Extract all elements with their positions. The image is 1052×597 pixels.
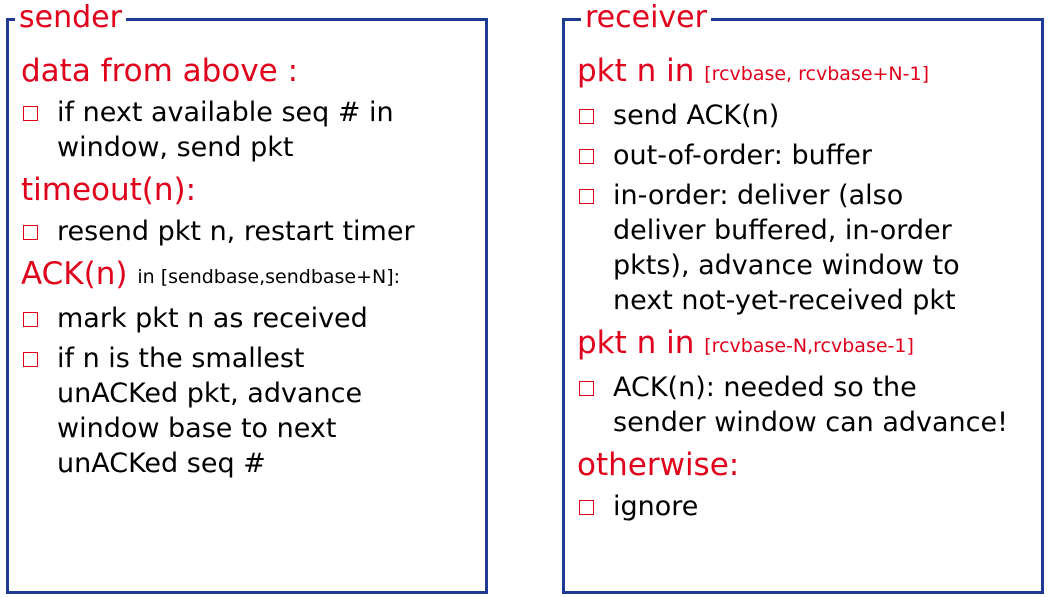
list-item-line: ACK(n): needed so the [613, 372, 917, 403]
list-item-line: resend pkt n, restart timer [57, 216, 415, 247]
receiver-content: pkt n in [rcvbase, rcvbase+N-1] send ACK(… [577, 47, 1033, 529]
sender-section-heading: ACK(n) in [sendbase,sendbase+N]: [21, 254, 477, 297]
square-bullet-icon [579, 149, 594, 164]
receiver-heading-range: [rcvbase, rcvbase+N-1] [704, 63, 929, 85]
sender-heading-text: timeout(n): [21, 172, 197, 208]
list-item: ignore [577, 489, 1033, 524]
sender-heading-text: ACK(n) [21, 256, 128, 292]
list-item-line: mark pkt n as received [57, 303, 368, 334]
list-item: resend pkt n, restart timer [21, 214, 477, 249]
square-bullet-icon [23, 352, 38, 367]
square-bullet-icon [23, 106, 38, 121]
receiver-title: receiver [581, 1, 711, 35]
sender-title: sender [15, 1, 126, 35]
list-item: if n is the smallest unACKed pkt, advance… [21, 341, 477, 481]
receiver-heading-range: [rcvbase-N,rcvbase-1] [704, 335, 914, 357]
list-item: in-order: deliver (also deliver buffered,… [577, 178, 1033, 318]
list-item: if next available seq # in window, send p… [21, 95, 477, 165]
square-bullet-icon [579, 381, 594, 396]
list-item-line: next not-yet-received pkt [613, 285, 956, 316]
list-item: send ACK(n) [577, 98, 1033, 133]
sender-section-heading: timeout(n): [21, 170, 477, 210]
list-item: out-of-order: buffer [577, 138, 1033, 173]
receiver-heading-text: pkt n in [577, 53, 695, 89]
list-item-line: out-of-order: buffer [613, 140, 873, 171]
list-item: mark pkt n as received [21, 301, 477, 336]
list-item-line: send ACK(n) [613, 100, 780, 131]
sender-heading-text: data from above : [21, 53, 299, 89]
square-bullet-icon [579, 500, 594, 515]
list-item-line: in-order: deliver (also [613, 180, 904, 211]
sender-section-heading: data from above : [21, 51, 477, 91]
receiver-heading-text: otherwise: [577, 447, 740, 483]
receiver-section-heading: pkt n in [rcvbase-N,rcvbase-1] [577, 323, 1033, 366]
list-item-line: deliver buffered, in-order [613, 215, 952, 246]
list-item-line: window base to next [57, 413, 337, 444]
square-bullet-icon [579, 109, 594, 124]
receiver-section-heading: pkt n in [rcvbase, rcvbase+N-1] [577, 51, 1033, 94]
receiver-section-heading: otherwise: [577, 445, 1033, 485]
list-item-line: if n is the smallest [57, 343, 305, 374]
list-item-line: unACKed seq # [57, 448, 266, 479]
receiver-heading-text: pkt n in [577, 325, 695, 361]
list-item-line: if next available seq # in [57, 97, 394, 128]
list-item-line: sender window can advance! [613, 407, 1008, 438]
list-item: ACK(n): needed so the sender window can a… [577, 370, 1033, 440]
sender-panel: sender data from above : if next availabl… [6, 1, 488, 594]
list-item-line: window, send pkt [57, 132, 294, 163]
receiver-panel: receiver pkt n in [rcvbase, rcvbase+N-1]… [562, 1, 1044, 594]
list-item-line: pkts), advance window to [613, 250, 960, 281]
sender-heading-range: in [sendbase,sendbase+N]: [137, 266, 401, 288]
list-item-line: unACKed pkt, advance [57, 378, 363, 409]
sender-content: data from above : if next available seq #… [21, 47, 477, 486]
square-bullet-icon [23, 225, 38, 240]
list-item-line: ignore [613, 491, 699, 522]
square-bullet-icon [23, 312, 38, 327]
square-bullet-icon [579, 189, 594, 204]
